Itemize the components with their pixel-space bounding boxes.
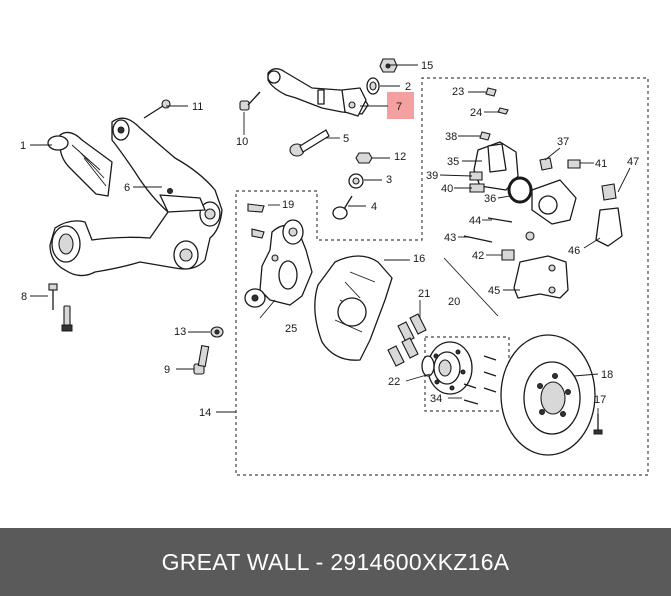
bolt-9	[193, 344, 210, 375]
callout-8: 8	[21, 291, 27, 303]
callout-38: 38	[445, 131, 457, 143]
bolt-11	[143, 99, 171, 119]
callout-35: 35	[447, 156, 459, 168]
wheel-hub	[421, 341, 473, 395]
callout-44: 44	[469, 215, 481, 227]
group-14-box	[235, 77, 649, 476]
callout-3: 3	[386, 174, 392, 186]
callout-36: 36	[484, 193, 496, 205]
callout-20: 20	[448, 296, 460, 308]
callout-47: 47	[627, 156, 639, 168]
dust-shield	[314, 255, 393, 361]
callout-9: 9	[164, 364, 170, 376]
callout-43: 43	[444, 232, 456, 244]
eccentric-bolt-4	[332, 195, 353, 220]
callout-6: 6	[124, 182, 130, 194]
callout-12: 12	[394, 151, 406, 163]
bolt-5	[289, 129, 330, 157]
wheel-studs	[463, 355, 497, 405]
callout-10: 10	[236, 136, 248, 148]
part-number-caption: GREAT WALL - 2914600XKZ16A	[161, 548, 510, 575]
callout-16: 16	[413, 253, 425, 265]
callout-7-highlight	[387, 92, 414, 119]
callout-13: 13	[174, 326, 186, 338]
callout-19: 19	[282, 199, 294, 211]
bolt-8	[48, 283, 73, 332]
caliper-bracket	[513, 255, 569, 299]
piston	[531, 179, 577, 225]
callout-46: 46	[568, 245, 580, 257]
callout-25: 25	[285, 323, 297, 335]
bushing-strip	[47, 131, 113, 197]
bolts-21	[387, 313, 427, 367]
screw-17	[593, 414, 603, 435]
small-parts-caliper	[463, 87, 581, 261]
callout-34: 34	[430, 393, 442, 405]
callout-37: 37	[557, 136, 569, 148]
nut-15	[379, 58, 398, 73]
callout-41: 41	[595, 158, 607, 170]
bolt-19	[247, 203, 265, 239]
washer-3	[348, 173, 364, 189]
upper-control-arm	[267, 68, 369, 117]
callout-labels: 1 2 3 4 5 6 7 8 9 10 11 12 13 14 15 16 1…	[20, 60, 639, 419]
callout-7: 7	[396, 101, 402, 113]
steering-knuckle	[244, 219, 313, 308]
nut-12	[355, 152, 373, 164]
callout-15: 15	[421, 60, 433, 72]
callout-1: 1	[20, 140, 26, 152]
callout-14: 14	[199, 407, 211, 419]
callout-45: 45	[488, 285, 500, 297]
callout-39: 39	[426, 170, 438, 182]
caliper-body	[473, 141, 519, 191]
callout-18: 18	[601, 369, 613, 381]
callout-5: 5	[343, 133, 349, 145]
piston-seal-36	[507, 176, 533, 204]
callout-42: 42	[472, 250, 484, 262]
brake-disc	[500, 334, 596, 456]
callout-23: 23	[452, 86, 464, 98]
parts-diagram: 1 2 3 4 5 6 7 8 9 10 11 12 13 14 15 16 1…	[20, 58, 649, 476]
washer-2	[366, 77, 380, 95]
bolt-10	[239, 91, 261, 111]
callout-11: 11	[192, 101, 203, 113]
footer-bar: GREAT WALL - 2914600XKZ16A	[0, 528, 671, 596]
callout-21: 21	[418, 288, 430, 300]
nut-13	[210, 326, 224, 338]
callout-24: 24	[470, 107, 482, 119]
subframe	[49, 117, 223, 277]
callout-22: 22	[388, 376, 400, 388]
brake-pad-46	[595, 183, 623, 247]
callout-4: 4	[371, 201, 377, 213]
leader-lines	[30, 64, 631, 414]
callout-17: 17	[594, 394, 606, 406]
callout-2: 2	[405, 81, 411, 93]
callout-40: 40	[441, 183, 453, 195]
